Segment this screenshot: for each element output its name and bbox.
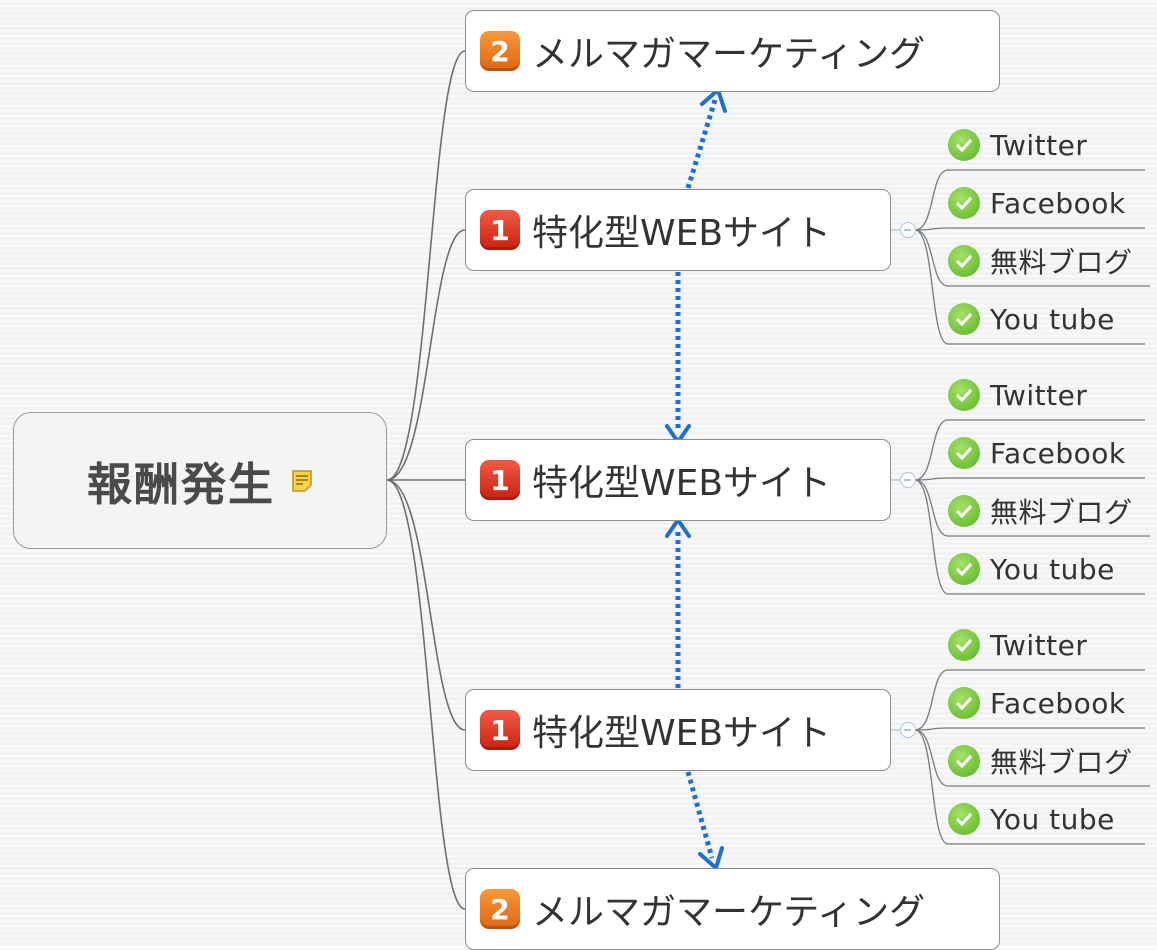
subtopic-label: Twitter (990, 128, 1088, 162)
branch-topic-top-mail[interactable]: 2 メルマガマーケティング (465, 10, 1000, 92)
subtopic-label: Twitter (990, 378, 1088, 412)
check-circle-icon (948, 187, 980, 219)
subtopic-label: 無料ブログ (990, 496, 1133, 529)
priority-2-icon: 2 (480, 889, 520, 929)
branch-topic-site-3[interactable]: 1 特化型WEBサイト (465, 689, 891, 771)
subtopic-free-blog[interactable]: 無料ブログ (948, 743, 1133, 779)
relationship-arrow-to-bottom-mail[interactable] (685, 771, 715, 859)
priority-2-icon: 2 (480, 31, 520, 71)
subtopic-youtube[interactable]: You tube (948, 551, 1115, 587)
branch-label: メルマガマーケティング (532, 34, 926, 75)
subtopic-twitter[interactable]: Twitter (948, 127, 1087, 163)
leaf-connector (914, 229, 1145, 345)
leaf-connector (914, 227, 1145, 231)
check-circle-icon (948, 687, 980, 719)
subtopic-label: You tube (990, 802, 1115, 836)
subtopic-free-blog[interactable]: 無料ブログ (948, 493, 1133, 529)
check-circle-icon (948, 803, 980, 835)
connector-root-bottom-mail (386, 479, 466, 910)
branch-topic-site-1[interactable]: 1 特化型WEBサイト (465, 189, 891, 271)
branch-topic-bottom-mail[interactable]: 2 メルマガマーケティング (465, 868, 1000, 950)
subtopic-twitter[interactable]: Twitter (948, 627, 1087, 663)
leaf-connector (914, 727, 1145, 731)
subtopic-label: You tube (990, 302, 1115, 336)
subtopic-label: 無料ブログ (990, 746, 1133, 779)
check-circle-icon (948, 437, 980, 469)
subtopic-label: 無料ブログ (990, 246, 1133, 279)
leaf-connector (914, 229, 1150, 287)
relationship-arrow-to-top-mail[interactable] (685, 99, 718, 189)
connector-root-top-mail (386, 50, 466, 481)
check-circle-icon (948, 129, 980, 161)
subtopic-youtube[interactable]: You tube (948, 801, 1115, 837)
subtopic-label: Facebook (990, 686, 1126, 720)
root-topic[interactable]: 報酬発生 (13, 412, 387, 549)
subtopic-facebook[interactable]: Facebook (948, 185, 1126, 221)
connector-root-site-1 (386, 229, 466, 481)
leaf-connector (914, 479, 1150, 537)
note-icon[interactable] (291, 469, 313, 493)
branch-label: 特化型WEBサイト (532, 213, 832, 254)
branch-label: 特化型WEBサイト (532, 463, 832, 504)
subtopic-facebook[interactable]: Facebook (948, 435, 1126, 471)
leaf-connector (914, 729, 1150, 787)
root-title: 報酬発生 (86, 458, 275, 511)
collapse-toggle-icon[interactable] (900, 722, 916, 738)
branch-connector-lines (386, 50, 466, 910)
subtopic-facebook[interactable]: Facebook (948, 685, 1126, 721)
leaf-connector (914, 669, 1145, 731)
check-circle-icon (948, 303, 980, 335)
leaf-connector (914, 169, 1145, 231)
leaf-connector (914, 479, 1145, 595)
priority-1-icon: 1 (480, 460, 520, 500)
leaf-connector (914, 419, 1145, 481)
priority-1-icon: 1 (480, 710, 520, 750)
collapse-toggle-icon[interactable] (900, 222, 916, 238)
leaf-connector-lines (914, 169, 1150, 845)
subtopic-twitter[interactable]: Twitter (948, 377, 1087, 413)
leaf-connector (914, 477, 1145, 481)
check-circle-icon (948, 745, 980, 777)
check-circle-icon (948, 553, 980, 585)
subtopic-label: Facebook (990, 186, 1126, 220)
collapse-stubs (891, 229, 900, 731)
priority-1-icon: 1 (480, 210, 520, 250)
connector-root-site-3 (386, 479, 466, 731)
subtopic-free-blog[interactable]: 無料ブログ (948, 243, 1133, 279)
check-circle-icon (948, 379, 980, 411)
subtopic-label: Facebook (990, 436, 1126, 470)
subtopic-label: You tube (990, 552, 1115, 586)
branch-topic-site-2[interactable]: 1 特化型WEBサイト (465, 439, 891, 521)
check-circle-icon (948, 629, 980, 661)
subtopic-youtube[interactable]: You tube (948, 301, 1115, 337)
leaf-connector (914, 729, 1145, 845)
check-circle-icon (948, 495, 980, 527)
check-circle-icon (948, 245, 980, 277)
collapse-toggle-icon[interactable] (900, 472, 916, 488)
relationship-arrows (675, 99, 718, 859)
subtopic-label: Twitter (990, 628, 1088, 662)
branch-label: メルマガマーケティング (532, 892, 926, 933)
branch-label: 特化型WEBサイト (532, 713, 832, 754)
